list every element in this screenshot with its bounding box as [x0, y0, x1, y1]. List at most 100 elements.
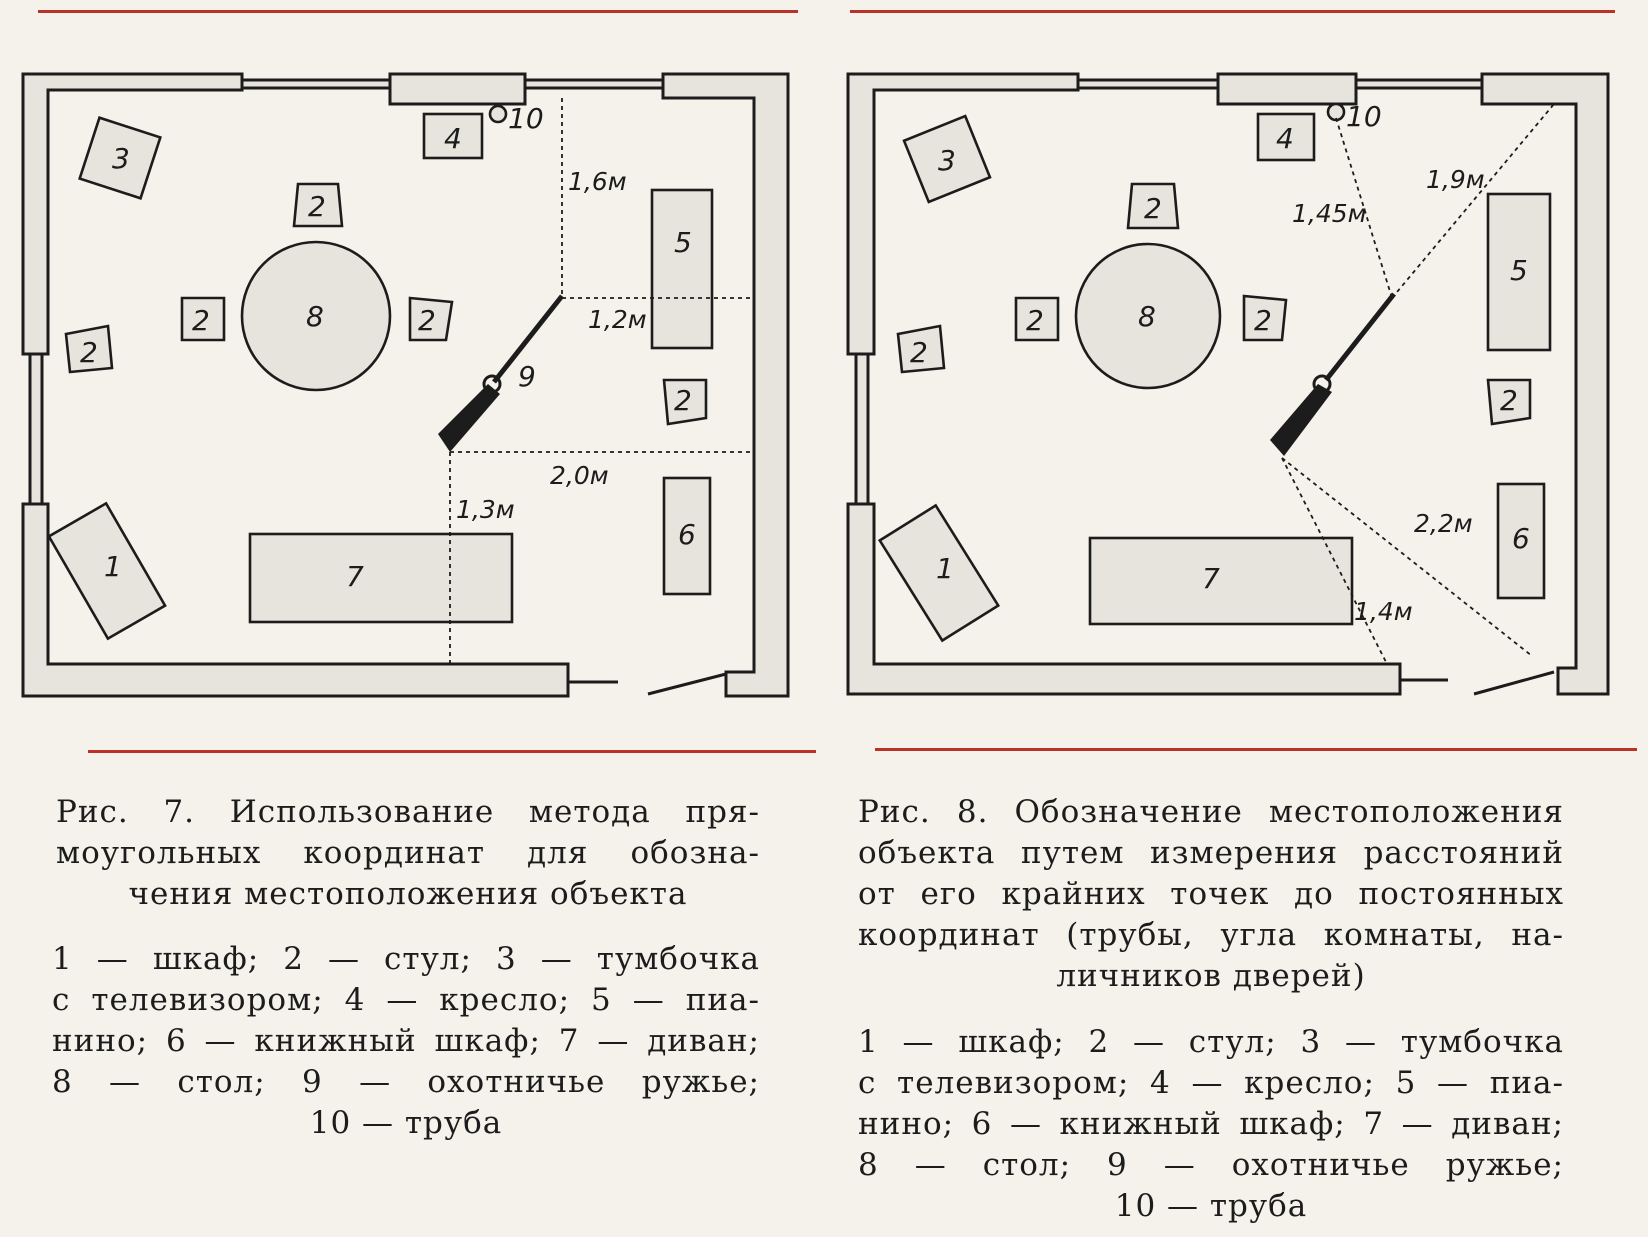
label-bookcase: 6: [1512, 522, 1530, 555]
chair: [408, 296, 454, 342]
legend-line: 8 — стол; 9 — охотничье ружье;: [858, 1147, 1564, 1183]
label-chair: 2: [674, 384, 692, 417]
label-table: 8: [1138, 300, 1156, 333]
label-chair: 2: [308, 190, 326, 223]
figure-7-legend: 1 — шкаф; 2 — стул; 3 — тумбочка с телев…: [52, 939, 760, 1144]
pipe-icon: [488, 104, 508, 124]
label-chair: 2: [1026, 304, 1044, 337]
distance-label: 1,3м: [456, 495, 515, 524]
label-wardrobe: 1: [104, 550, 122, 583]
chair: [292, 182, 344, 228]
sofa: [1088, 536, 1354, 626]
label-chair: 2: [1144, 192, 1162, 225]
bottom-rule-left: [88, 750, 816, 753]
window-top-right: [1354, 78, 1484, 90]
legend-line: 10 — труба: [1114, 1188, 1308, 1224]
label-tv-stand: 3: [938, 144, 956, 177]
label-tv-stand: 3: [112, 142, 130, 175]
legend-line: 8 — стол; 9 — охотничье ружье;: [52, 1064, 760, 1100]
label-piano: 5: [1510, 254, 1528, 287]
chair: [662, 378, 708, 426]
chair: [1242, 294, 1288, 342]
table: [1074, 242, 1222, 390]
label-chair: 2: [418, 304, 436, 337]
label-armchair: 4: [444, 122, 462, 155]
bottom-rule-right: [875, 748, 1637, 751]
chair: [180, 296, 226, 342]
caption-line: Рис. 8. Обозначение местоположения: [858, 794, 1564, 830]
table: [240, 240, 392, 392]
pipe-icon: [1326, 102, 1346, 122]
wall-top-right: [1480, 72, 1610, 696]
distance-label: 2,2м: [1414, 509, 1473, 538]
label-piano: 5: [674, 226, 692, 259]
distance-label: 1,9м: [1426, 165, 1485, 194]
wardrobe: [47, 501, 167, 641]
caption-line: объекта путем измерения расстояний: [858, 835, 1564, 871]
legend-line: нино; 6 — книжный шкаф; 7 — диван;: [52, 1023, 760, 1059]
label-rifle: 9: [518, 360, 536, 393]
label-bookcase: 6: [678, 518, 696, 551]
measure-line: [1391, 103, 1555, 299]
rifle-barrel: [1324, 292, 1396, 382]
chair: [64, 324, 114, 374]
label-chair: 2: [192, 304, 210, 337]
rifle-stock: [438, 384, 500, 452]
armchair: [422, 112, 484, 160]
window-left: [854, 352, 870, 506]
wall-top-mid: [388, 72, 527, 106]
measure-line: [1281, 457, 1533, 657]
bookcase: [1496, 482, 1546, 600]
label-sofa: 7: [346, 560, 364, 593]
window-top-right: [523, 78, 665, 90]
rifle-stock: [1270, 384, 1332, 456]
caption-line: Рис. 7. Использование метода пря-: [56, 794, 760, 830]
chair: [1014, 296, 1060, 342]
distance-label: 1,2м: [588, 305, 647, 334]
armchair: [1256, 112, 1316, 162]
figure-8-caption: Рис. 8. Обозначение местоположения объек…: [858, 792, 1564, 997]
top-rule-left: [38, 10, 798, 13]
window-top: [240, 78, 392, 90]
wall-bottom-left: [21, 502, 570, 698]
distance-label: 2,0м: [550, 461, 609, 490]
label-wardrobe: 1: [936, 552, 954, 585]
distance-label: 1,6м: [568, 167, 627, 196]
door-right: [1473, 670, 1555, 696]
rifle-barrel: [492, 294, 564, 384]
label-chair: 2: [1254, 304, 1272, 337]
caption-line: чения местоположения объекта: [128, 876, 688, 912]
piano: [650, 188, 714, 350]
label-pipe: 10: [1346, 100, 1382, 133]
chair: [896, 324, 946, 374]
legend-line: с телевизором; 4 — кресло; 5 — пиа-: [52, 982, 760, 1018]
figure-8-legend: 1 — шкаф; 2 — стул; 3 — тумбочка с телев…: [858, 1022, 1564, 1227]
chair: [1486, 378, 1532, 426]
wardrobe: [877, 503, 1001, 643]
label-armchair: 4: [1276, 122, 1294, 155]
legend-line: 1 — шкаф; 2 — стул; 3 — тумбочка: [52, 941, 760, 977]
distance-label: 1,45м: [1292, 199, 1367, 228]
label-sofa: 7: [1202, 562, 1220, 595]
legend-line: нино; 6 — книжный шкаф; 7 — диван;: [858, 1106, 1564, 1142]
wall-top-mid: [1216, 72, 1358, 106]
wall-top-right: [661, 72, 790, 698]
legend-line: с телевизором; 4 — кресло; 5 — пиа-: [858, 1065, 1564, 1101]
chair: [1126, 182, 1180, 230]
figure-8-floorplan: 10 4 3 2 2 2 2 2 8 5 6 7 1 1,9м 1,45м 2,…: [846, 58, 1638, 698]
top-rule-right: [850, 10, 1615, 13]
piano: [1486, 192, 1552, 352]
figure-7-caption: Рис. 7. Использование метода пря- моугол…: [56, 792, 760, 915]
caption-line: от его крайних точек до постоянных: [858, 876, 1564, 912]
distance-label: 1,4м: [1354, 597, 1413, 626]
label-table: 8: [306, 300, 324, 333]
window-left: [28, 352, 44, 506]
bookcase: [662, 476, 712, 596]
label-chair: 2: [910, 336, 928, 369]
window-top: [1076, 78, 1220, 90]
label-pipe: 10: [508, 102, 544, 135]
tv-stand: [902, 114, 992, 204]
wall-bottom-left: [846, 502, 1402, 696]
figure-7-floorplan: 10 4 3 2 2 2 2 2 8 5 6 7 1 9 1,6м 1,2м 2…: [18, 58, 798, 698]
caption-line: координат (трубы, угла комнаты, на-: [858, 917, 1564, 953]
